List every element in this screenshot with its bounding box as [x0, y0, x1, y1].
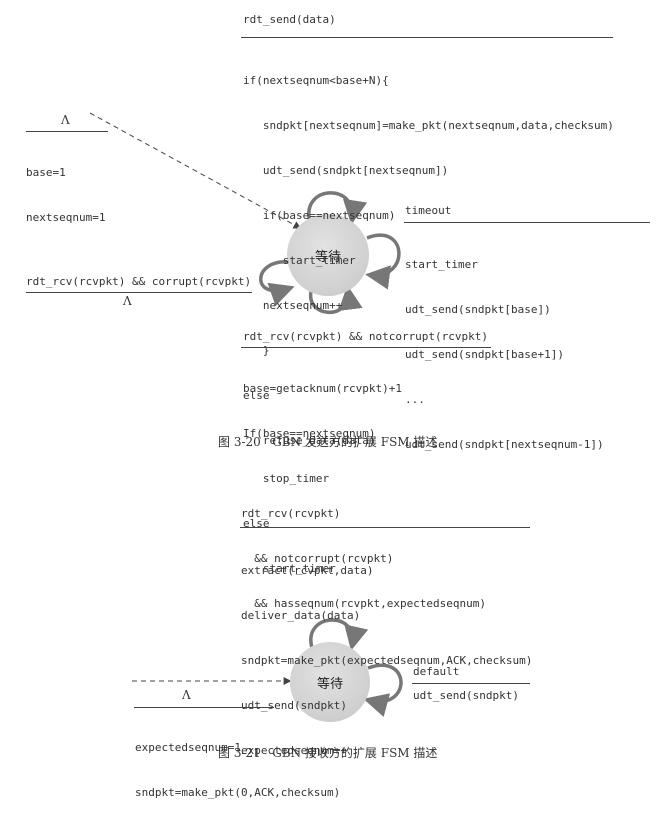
corrupt-divider — [26, 292, 252, 293]
init-action-21: expectedseqnum=1 sndpkt=make_pkt(0,ACK,c… — [135, 710, 340, 815]
code-line: sndpkt=make_pkt(0,ACK,checksum) — [135, 786, 341, 799]
init-divider — [26, 131, 108, 132]
code-line: base=1 — [26, 166, 66, 179]
code-line: sndpkt[nextseqnum]=make_pkt(nextseqnum,d… — [243, 119, 614, 132]
timeout-divider — [404, 222, 650, 223]
state-wait-sender: 等待 — [287, 214, 369, 296]
timeout-event: timeout — [405, 204, 452, 217]
figure-caption-3-20: 图 3-20 GBN 发送方的扩展 FSM 描述 — [218, 435, 438, 449]
code-line: udt_send(sndpkt[nextseqnum]) — [243, 164, 449, 177]
loop-top-20 — [307, 191, 368, 225]
init-action: base=1 nextseqnum=1 — [26, 135, 105, 240]
default-action: udt_send(sndpkt) — [413, 689, 519, 702]
loop-right-21 — [363, 663, 403, 717]
code-line: start_timer — [243, 254, 356, 267]
code-line: stop_timer — [243, 472, 330, 485]
code-line: udt_send(sndpkt) — [241, 699, 347, 712]
code-line: else — [243, 517, 270, 530]
send-event: rdt_send(data) — [243, 13, 336, 26]
ack-action: base=getacknum(rcvpkt)+1 If(base==nextse… — [243, 351, 402, 591]
init-arrow-20 — [89, 112, 302, 229]
code-line: udt_send(sndpkt[base]) — [405, 303, 551, 316]
loop-top-21 — [309, 618, 369, 651]
fsm-arrows — [89, 112, 403, 717]
code-line: nextseqnum=1 — [26, 211, 106, 224]
code-line: udt_send(sndpkt[nextseqnum-1]) — [405, 438, 604, 451]
code-line: deliver_data(data) — [241, 609, 361, 622]
code-line: If(base==nextseqnum) — [243, 427, 376, 440]
code-line: ... — [405, 393, 425, 406]
code-line: refuse_data(data) — [243, 434, 376, 447]
recv-action: extract(rcvpkt,data) deliver_data(data) … — [241, 533, 532, 773]
code-line: start_timer — [243, 562, 336, 575]
code-line: base=getacknum(rcvpkt)+1 — [243, 382, 402, 395]
state-wait-receiver: 等待 — [290, 642, 370, 722]
code-line: else — [243, 389, 270, 402]
code-line: if(nextseqnum<base+N){ — [243, 74, 389, 87]
loop-left-20 — [259, 260, 295, 307]
loop-right-20 — [365, 233, 401, 290]
code-line: } — [243, 344, 270, 357]
code-line: && hasseqnum(rcvpkt,expectedseqnum) — [241, 597, 487, 610]
code-line: start_timer — [405, 258, 478, 271]
state-label: 等待 — [316, 676, 343, 692]
init-event-lambda-21: Λ — [182, 688, 191, 702]
figure-caption-3-21: 图 3-21 GBN 接收方的扩展 FSM 描述 — [218, 746, 438, 760]
code-line: nextseqnum++ — [243, 299, 343, 312]
recv-divider — [240, 527, 530, 528]
code-line: udt_send(sndpkt[base+1]) — [405, 348, 564, 361]
default-divider — [412, 683, 530, 684]
send-action: if(nextseqnum<base+N){ sndpkt[nextseqnum… — [243, 43, 614, 463]
init-divider-21 — [134, 707, 274, 708]
code-line: if(base==nextseqnum) — [243, 209, 396, 222]
timeout-action: start_timer udt_send(sndpkt[base]) udt_s… — [405, 227, 604, 467]
ack-event: rdt_rcv(rcvpkt) && notcorrupt(rcvpkt) — [243, 330, 489, 343]
send-divider — [241, 37, 613, 38]
code-line: expectedseqnum++ — [241, 744, 347, 757]
loop-bottom-20 — [308, 285, 363, 315]
code-line: extract(rcvpkt,data) — [241, 564, 374, 577]
default-event: default — [413, 665, 460, 678]
recv-event: rdt_rcv(rcvpkt) && notcorrupt(rcvpkt) &&… — [241, 476, 486, 626]
code-line: rdt_rcv(rcvpkt) — [241, 507, 341, 520]
code-line: sndpkt=make_pkt(expectedseqnum,ACK,check… — [241, 654, 533, 667]
code-line: && notcorrupt(rcvpkt) — [241, 552, 394, 565]
corrupt-action-lambda: Λ — [123, 294, 132, 308]
corrupt-event: rdt_rcv(rcvpkt) && corrupt(rcvpkt) — [26, 275, 252, 288]
ack-divider — [241, 347, 491, 348]
state-label: 等待 — [314, 249, 341, 265]
code-line: expectedseqnum=1 — [135, 741, 241, 754]
init-event-lambda: Λ — [61, 113, 70, 127]
